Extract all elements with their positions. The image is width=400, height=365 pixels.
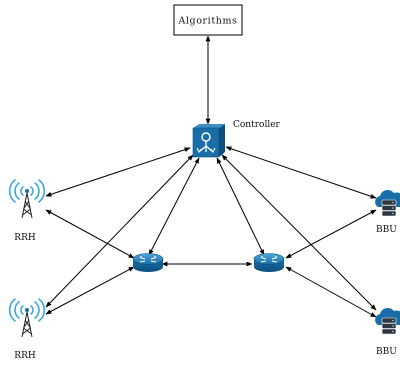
router-icon xyxy=(132,253,164,272)
antenna-tower-icon xyxy=(8,179,46,219)
algorithms-node: Algorithms xyxy=(173,4,243,36)
edge-controller-router-left xyxy=(148,157,200,256)
edge-controller-rrh-bottom xyxy=(45,154,194,308)
edges xyxy=(45,35,377,318)
rrh-bottom-label: RRH xyxy=(14,351,36,361)
router-left xyxy=(132,253,164,272)
bbu-top-label: BBU xyxy=(376,225,397,235)
edge-router-right-bbu-bottom xyxy=(285,266,377,318)
rrh-bottom-node: RRH xyxy=(8,298,46,361)
edge-controller-bbu-top xyxy=(225,146,377,199)
rrh-top-node: RRH xyxy=(8,179,46,243)
edge-router-right-bbu-top xyxy=(285,209,377,259)
bbu-bottom-node: BBU xyxy=(375,308,400,357)
edge-rrh-bottom-router-left xyxy=(45,266,135,315)
edge-controller-bbu-bottom xyxy=(221,154,377,311)
router-right xyxy=(253,253,285,272)
algorithms-label: Algorithms xyxy=(177,16,237,27)
controller-icon xyxy=(192,124,225,158)
antenna-tower-icon xyxy=(8,298,46,338)
edge-controller-router-right xyxy=(216,157,265,256)
bbu-bottom-label: BBU xyxy=(376,347,397,357)
algorithms-box xyxy=(173,4,243,36)
edge-rrh-top-router-left xyxy=(45,209,135,259)
cloud-server-icon xyxy=(375,308,400,335)
controller-label: Controller xyxy=(233,120,281,130)
rrh-top-label: RRH xyxy=(14,233,36,243)
cloud-server-icon xyxy=(375,190,400,217)
controller-node: Controller xyxy=(192,120,281,158)
edge-controller-rrh-top xyxy=(45,147,191,197)
router-icon xyxy=(253,253,285,272)
bbu-top-node: BBU xyxy=(375,190,400,235)
